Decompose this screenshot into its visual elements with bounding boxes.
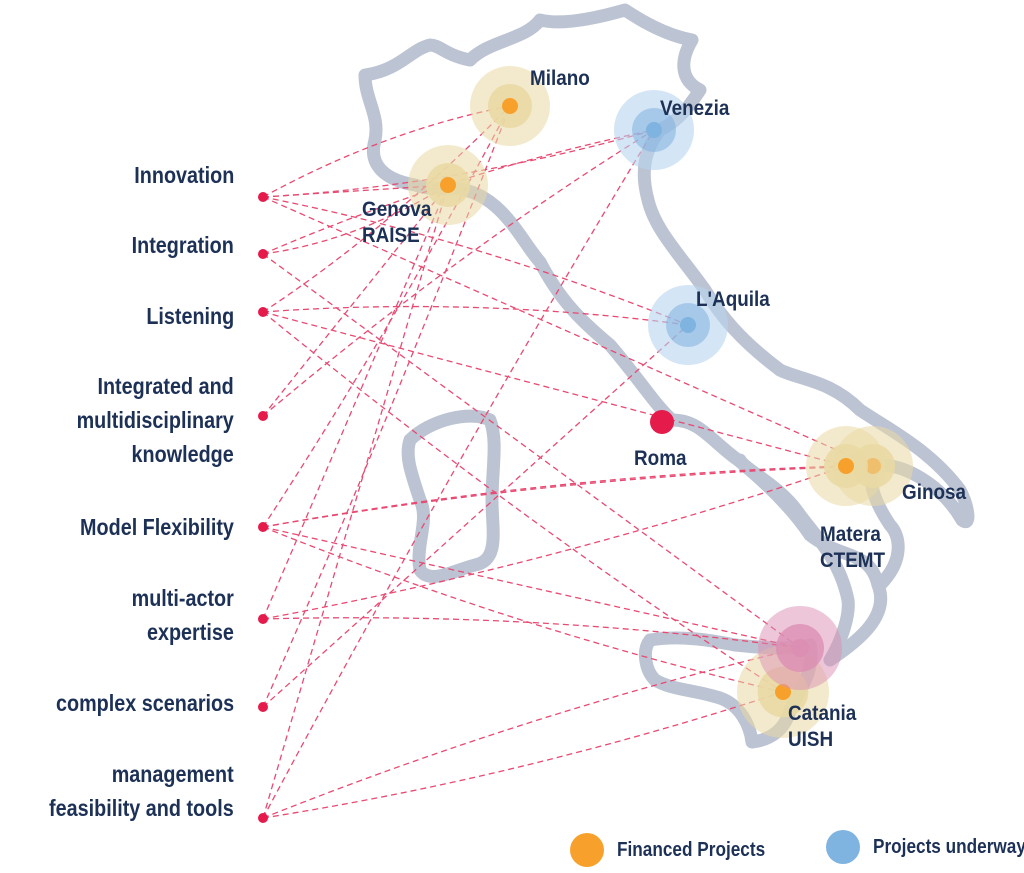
link-management-calabria [262, 647, 801, 819]
city-label-laquila: L'Aquila [696, 288, 770, 311]
concept-expertise: multi-actor expertise [132, 581, 234, 649]
concept-expertise-line2: expertise [147, 619, 234, 645]
concept-dot [258, 522, 268, 532]
city-marker-genova [440, 177, 456, 193]
link-integration-calabria [262, 253, 801, 649]
concept-dot [258, 192, 268, 202]
project-label-ctemt: CTEMT [820, 549, 886, 572]
city-marker-matera [838, 458, 854, 474]
concept-flexibility: Model Flexibility [80, 514, 234, 540]
city-label-catania: Catania UISH [788, 701, 856, 753]
concept-dot [258, 307, 268, 317]
link-listening-matera [262, 311, 847, 467]
concept-innovation: Innovation [133, 162, 234, 188]
link-listening-laquila [262, 305, 689, 326]
city-label-ginosa: Ginosa [902, 481, 967, 504]
city-name-genova: Genova [362, 198, 432, 221]
legend-financed-dot [570, 833, 604, 867]
city-marker-calabria [791, 639, 809, 657]
concept-management-line1: management [111, 761, 234, 787]
project-label-uish: UISH [788, 728, 834, 751]
city-marker-catania [775, 684, 791, 700]
link-knowledge-venezia [262, 129, 655, 417]
link-flexibility-calabria [262, 526, 801, 649]
city-marker-laquila [680, 317, 696, 333]
concept-listening: Listening [146, 303, 234, 329]
link-expertise-genova [262, 184, 449, 620]
link-innovation-venezia [262, 129, 655, 198]
legend-financed: Financed Projects [570, 833, 789, 867]
city-marker-milano [502, 98, 518, 114]
legend-underway-dot [826, 830, 860, 864]
link-management-venezia [262, 129, 655, 819]
concept-dot [258, 411, 268, 421]
legend-underway: Projects underway [826, 830, 1024, 864]
link-expertise-calabria [262, 617, 801, 649]
concept-knowledge-line1: Integrated and [97, 373, 234, 399]
link-flexibility-catania [262, 526, 784, 693]
concept-knowledge: Integrated and multidisciplinary knowled… [77, 369, 234, 471]
concept-dot [258, 813, 268, 823]
concept-dot [258, 614, 268, 624]
city-name-catania: Catania [788, 702, 857, 725]
link-innovation-ginosa [262, 196, 874, 467]
link-expertise-matera [262, 465, 847, 620]
link-management-genova [262, 184, 449, 819]
concept-knowledge-line2: multidisciplinary [76, 407, 234, 433]
link-flexibility-matera [262, 465, 847, 528]
link-listening-milano [262, 105, 511, 313]
city-label-milano: Milano [530, 67, 590, 90]
concept-management: management feasibility and tools [49, 757, 234, 825]
link-listening-catania [262, 311, 784, 693]
concept-dot [258, 249, 268, 259]
concept-expertise-line1: multi-actor [131, 585, 234, 611]
link-flexibility-milano [262, 105, 511, 528]
legend-underway-label: Projects underway [873, 835, 1024, 858]
sardinia-outline [401, 409, 501, 583]
city-marker-venezia [646, 122, 662, 138]
legend-financed-label: Financed Projects [617, 838, 766, 861]
city-label-roma: Roma [634, 447, 687, 470]
concept-dot [258, 702, 268, 712]
link-management-catania [262, 691, 784, 819]
link-innovation-laquila [262, 196, 689, 326]
concept-integration: Integration [131, 232, 234, 258]
city-label-genova: Genova RAISE [362, 197, 431, 249]
concept-management-line2: feasibility and tools [49, 795, 234, 821]
mainland-outline [358, 3, 975, 667]
project-label-raise: RAISE [362, 224, 420, 247]
city-label-matera: Matera CTEMT [820, 522, 885, 574]
concept-scenarios: complex scenarios [55, 690, 234, 716]
concept-knowledge-line3: knowledge [131, 441, 234, 467]
link-scenarios-laquila [262, 324, 689, 708]
city-name-matera: Matera [820, 523, 881, 546]
city-marker-roma [650, 410, 674, 434]
city-label-venezia: Venezia [660, 97, 730, 120]
